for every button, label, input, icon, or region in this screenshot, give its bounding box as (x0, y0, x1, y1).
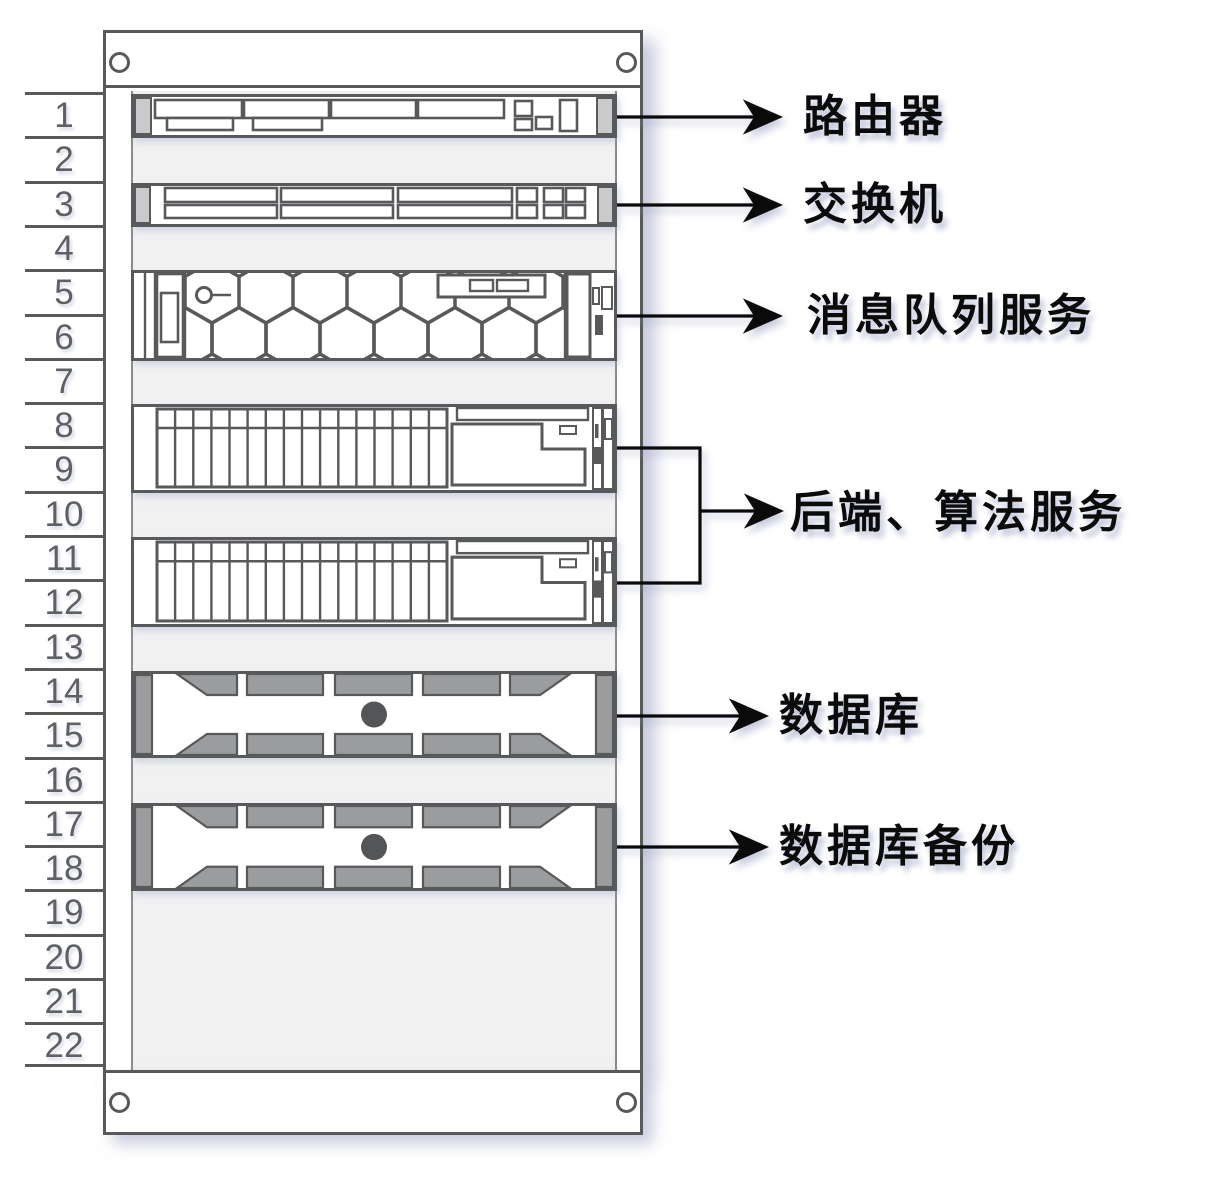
lock-knob-icon (361, 833, 387, 861)
router-unit (131, 94, 617, 138)
arrowhead-icon (728, 698, 769, 734)
slot-number: 7 (25, 357, 103, 405)
slot-number: 19 (25, 889, 103, 936)
database-front-graphic (134, 806, 614, 888)
slot-number: 14 (25, 667, 103, 715)
vent-row-top (175, 674, 572, 697)
slot-number: 18 (25, 845, 103, 892)
screw-hole-icon (616, 52, 637, 73)
arrowhead-icon (728, 829, 769, 865)
slot-number: 6 (25, 313, 103, 361)
slot-number: 16 (25, 756, 103, 804)
rack-bottom-panel (103, 1070, 643, 1135)
slot-number: 2 (25, 136, 103, 183)
database-front-graphic (134, 674, 614, 755)
slot-number: 3 (25, 180, 103, 228)
label-database: 数据库 (779, 691, 923, 740)
rack-top-panel (103, 30, 643, 88)
slot-number: 13 (25, 623, 103, 671)
slot-number: 4 (25, 224, 103, 272)
slot-number: 20 (25, 933, 103, 981)
screw-hole-icon (109, 1092, 130, 1113)
slot-number: 15 (25, 712, 103, 759)
slot-number: 8 (25, 402, 103, 449)
switch-front-graphic (134, 186, 614, 224)
arrowhead-icon (742, 187, 783, 223)
slot-number: 12 (25, 579, 103, 626)
slot-number: 17 (25, 800, 103, 848)
mq-server-front-graphic (143, 273, 613, 358)
slot-number: 10 (25, 490, 103, 538)
power-button (559, 425, 577, 435)
side-rail (134, 806, 154, 888)
backend-server-front-graphic (155, 407, 614, 490)
slot-number: 9 (25, 446, 103, 493)
status-led (594, 580, 601, 598)
switch-port-banks (163, 186, 587, 220)
power-button (559, 558, 577, 569)
status-led (595, 315, 603, 335)
io-panel (450, 555, 587, 621)
arrowhead-icon (743, 493, 784, 529)
screw-hole-icon (616, 1092, 637, 1113)
side-rail (594, 674, 614, 755)
backend-server-1 (131, 404, 617, 493)
router-ports (153, 98, 579, 133)
mq-server-unit (131, 270, 617, 361)
vent-row-top (175, 806, 572, 829)
slot-number: 5 (25, 269, 103, 316)
backend-server-front-graphic (155, 540, 614, 624)
database-backup-unit (131, 803, 617, 891)
arrowhead-icon (742, 298, 783, 334)
backend-server-2 (131, 537, 617, 627)
label-backend: 后端、算法服务 (790, 488, 1126, 537)
thumbscrew-icon (195, 286, 213, 304)
status-led (594, 447, 601, 464)
database-unit (131, 671, 617, 758)
label-switch: 交换机 (803, 180, 947, 229)
slot-number: 21 (25, 978, 103, 1025)
vent-row-bottom (175, 732, 572, 755)
switch-unit (131, 183, 617, 227)
io-panel (450, 422, 587, 487)
label-mq: 消息队列服务 (807, 291, 1095, 340)
lock-knob-icon (361, 701, 387, 728)
slot-number: 22 (25, 1022, 103, 1069)
screw-hole-icon (109, 52, 130, 73)
side-rail (594, 806, 614, 888)
vent-row-bottom (175, 865, 572, 888)
router-front-graphic (134, 97, 614, 135)
label-router: 路由器 (803, 92, 947, 141)
slot-number: 1 (25, 92, 103, 139)
label-backup: 数据库备份 (779, 822, 1019, 871)
arrowhead-icon (742, 99, 783, 135)
slot-number: 11 (25, 535, 103, 582)
side-rail (134, 674, 154, 755)
